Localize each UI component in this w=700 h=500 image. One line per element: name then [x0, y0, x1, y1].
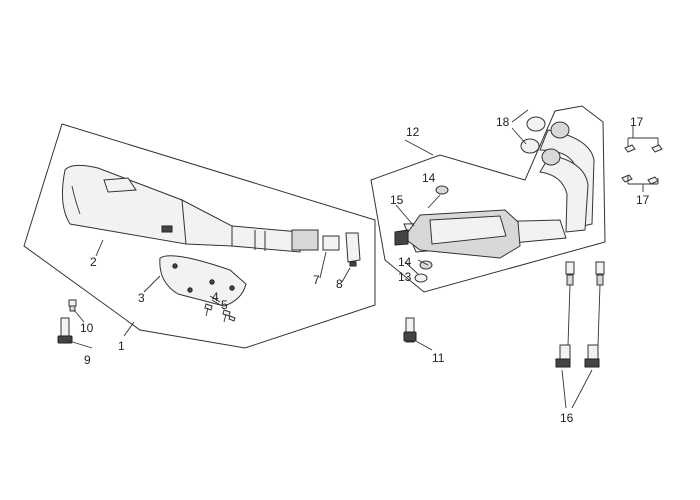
callout-15: 15: [390, 193, 404, 207]
muffler-body: [61, 164, 319, 253]
nut-10: [68, 299, 77, 312]
muffler-assembly-group: [23, 123, 376, 349]
callout-17-bottom: 17: [636, 193, 650, 207]
muffler-group-outline: [23, 123, 376, 349]
callout-13: 13: [398, 270, 412, 284]
clips-17: [621, 144, 663, 185]
bolt-9: [57, 317, 73, 344]
callout-8: 8: [336, 277, 343, 291]
clamp-part-8-tab: [349, 261, 357, 267]
callout-3: 3: [138, 291, 145, 305]
callout-16: 16: [560, 411, 574, 425]
catalyst-body: [394, 209, 521, 259]
shield-screws: [204, 303, 236, 323]
callout-4: 4: [212, 290, 219, 304]
callout-12: 12: [406, 125, 420, 139]
callout-11: 11: [432, 351, 445, 365]
callout-1: 1: [118, 339, 125, 353]
callout-5: 5: [221, 298, 228, 312]
leader-lines: [65, 109, 659, 409]
callout-18: 18: [496, 115, 510, 129]
heat-shield: [159, 255, 247, 307]
callout-9: 9: [84, 353, 91, 367]
callout-10: 10: [80, 321, 94, 335]
callout-17-top: 17: [630, 115, 644, 129]
callout-numbers: 1 2 3 4 5 7 8 9 10 11 12 13 14 14 15 16 …: [80, 115, 650, 425]
header-assembly-group: [370, 105, 606, 343]
clamp-part-8: [345, 232, 361, 263]
clamp-part-7: [322, 235, 340, 251]
gaskets-18: [520, 116, 546, 154]
washer-14-top: [435, 185, 449, 195]
washer-13: [414, 273, 428, 283]
callout-2: 2: [90, 255, 97, 269]
callout-14-lower: 14: [398, 255, 412, 269]
header-group-outline: [370, 105, 606, 293]
oxygen-sensors-16: [555, 261, 605, 368]
callout-14-top: 14: [422, 171, 436, 185]
bolt-11: [403, 317, 417, 343]
callout-7: 7: [313, 273, 320, 287]
